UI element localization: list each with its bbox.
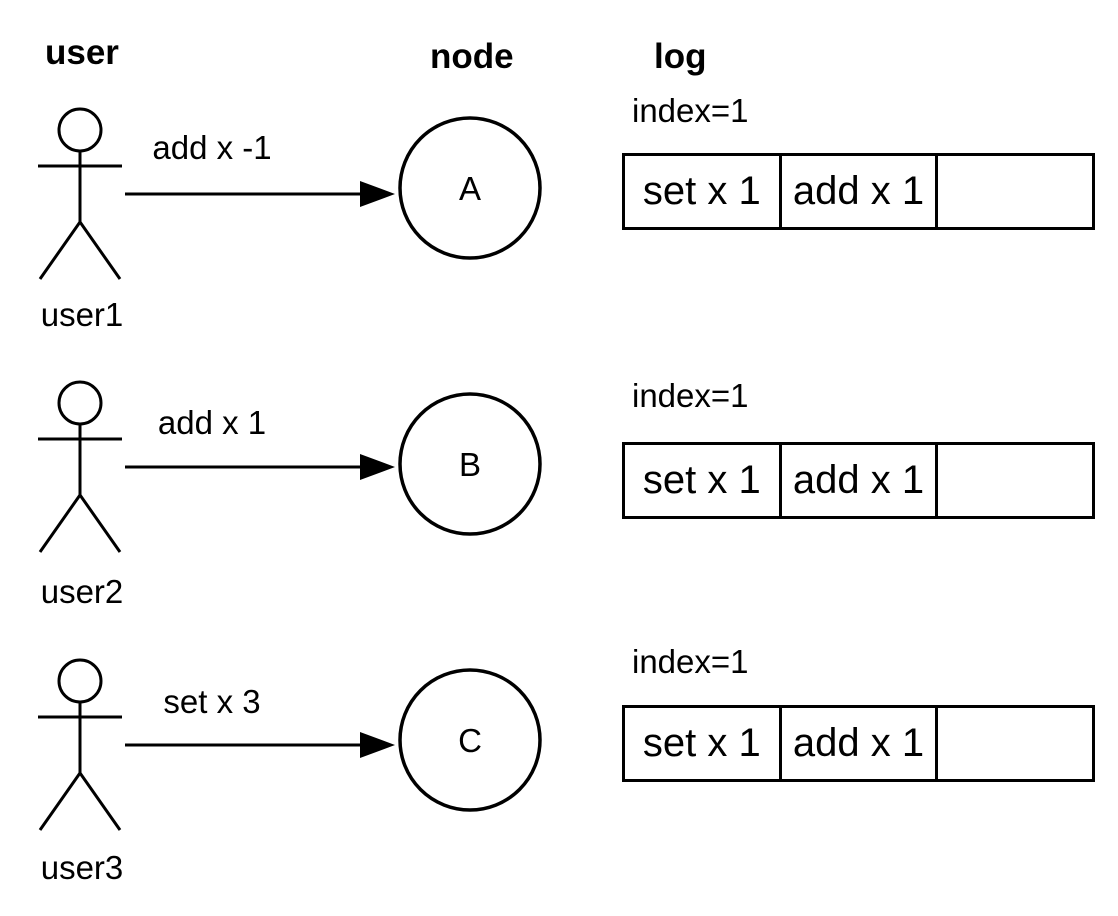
arrowhead-icon [360,454,395,480]
user-name-label: user2 [40,573,124,610]
log-table: set x 1 add x 1 [622,442,1095,519]
actor-figure [38,107,122,280]
actor-legs [38,492,122,553]
message-arrow [125,454,395,480]
arrowhead-icon [360,732,395,758]
log-table: set x 1 add x 1 [622,705,1095,782]
actor-legs [38,770,122,831]
node-circle [398,116,542,260]
column-header-user: user [45,33,119,72]
arrowhead-icon [360,181,395,207]
log-cell: set x 1 [642,169,761,213]
message-label: add x -1 [152,129,272,166]
message-arrow [125,732,395,758]
column-header-log: log [654,37,707,76]
log-cell: set x 1 [642,458,761,502]
log-table: set x 1 add x 1 [622,153,1095,230]
log-cell: add x 1 [778,156,936,227]
log-cell-empty [935,156,1092,227]
log-index-label: index=1 [632,377,749,414]
log-cell-empty [935,708,1092,779]
actor-figure [38,658,122,831]
log-cell: add x 1 [778,708,936,779]
log-index-label: index=1 [632,92,749,129]
user-name-label: user1 [40,296,124,333]
column-header-node: node [430,37,514,76]
node-circle [398,392,542,536]
actor-legs [38,219,122,280]
node-letter: B [458,446,481,483]
log-index-label: index=1 [632,643,749,680]
node-letter: A [458,170,481,207]
log-cell: set x 1 [642,721,761,765]
node-letter: C [458,722,482,759]
user-name-label: user3 [40,849,124,886]
message-label: add x 1 [157,404,267,441]
log-cell-empty [935,445,1092,516]
message-arrow [125,181,395,207]
actor-figure [38,380,122,553]
message-label: set x 3 [163,683,261,720]
log-cell: add x 1 [778,445,936,516]
node-circle [398,668,542,812]
